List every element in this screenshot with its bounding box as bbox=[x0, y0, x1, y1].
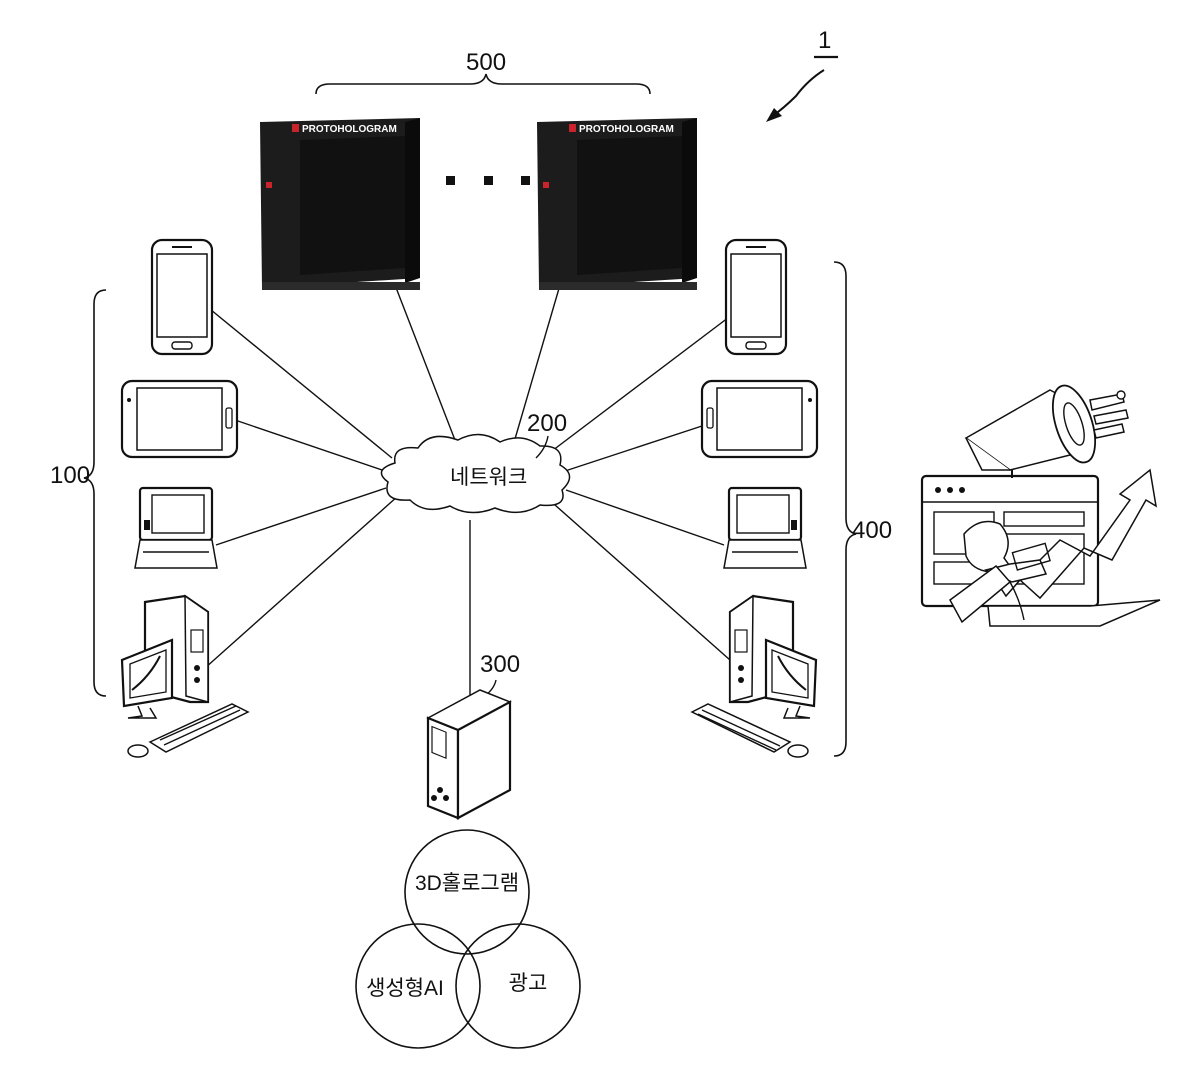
smartphone-right bbox=[726, 240, 786, 354]
server bbox=[428, 690, 510, 818]
hologram-device-1: PROTOHOLOGRAM bbox=[260, 118, 420, 290]
venn-label-left: 생성형AI bbox=[366, 977, 444, 1000]
network-ref-number: 200 bbox=[527, 410, 567, 437]
venn-label-right: 광고 bbox=[509, 972, 548, 995]
laptop-right bbox=[724, 488, 806, 568]
desktop-left bbox=[122, 596, 248, 757]
advertising-illustration bbox=[922, 380, 1160, 626]
venn-diagram: 3D홀로그램 생성형AI 광고 bbox=[356, 830, 580, 1048]
system-ref: 1 bbox=[766, 27, 838, 122]
venn-label-top: 3D홀로그램 bbox=[415, 872, 519, 895]
tablet-left bbox=[122, 381, 237, 457]
server-ref-number: 300 bbox=[480, 651, 520, 678]
advertiser-terminals-ref: 400 bbox=[834, 262, 892, 756]
desktop-right bbox=[692, 596, 816, 757]
tablet-right bbox=[702, 381, 817, 457]
network-label: 네트워크 bbox=[450, 466, 527, 489]
advertiser-terminals-ref-number: 400 bbox=[852, 517, 892, 544]
system-ref-number: 1 bbox=[818, 27, 831, 54]
hologram-devices-ref: 500 bbox=[316, 49, 650, 94]
network-cloud: 네트워크 bbox=[381, 434, 569, 512]
server-ref: 300 bbox=[480, 651, 520, 698]
hologram-brand-label: PROTOHOLOGRAM bbox=[579, 124, 674, 135]
user-terminals-ref: 100 bbox=[50, 290, 106, 696]
hologram-brand-label: PROTOHOLOGRAM bbox=[302, 124, 397, 135]
hologram-ref-number: 500 bbox=[466, 49, 506, 76]
hologram-device-2: PROTOHOLOGRAM bbox=[537, 118, 697, 290]
laptop-left bbox=[135, 488, 217, 568]
user-terminals-ref-number: 100 bbox=[50, 462, 90, 489]
smartphone-left bbox=[152, 240, 212, 354]
